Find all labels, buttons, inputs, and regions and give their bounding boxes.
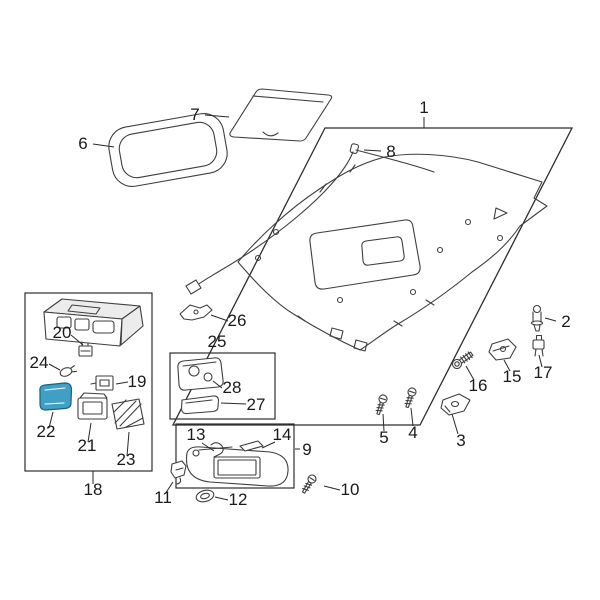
part-15-grab-handle-bracket[interactable] bbox=[488, 338, 517, 361]
part-19-switch[interactable] bbox=[90, 375, 114, 391]
part-label-1[interactable]: 1 bbox=[419, 98, 428, 117]
part-label-19[interactable]: 19 bbox=[128, 372, 147, 391]
part-labels: 1 2 3 4 5 6 7 8 9 10 11 12 13 14 15 16 1… bbox=[30, 98, 571, 509]
part-1-headliner-panel[interactable] bbox=[237, 153, 548, 352]
part-label-9[interactable]: 9 bbox=[302, 440, 311, 459]
part-12-grommet[interactable] bbox=[195, 488, 215, 503]
part-11-visor-mount[interactable] bbox=[170, 460, 187, 485]
part-6-sunroof-seal[interactable] bbox=[106, 110, 231, 189]
part-label-25[interactable]: 25 bbox=[208, 332, 227, 351]
part-label-16[interactable]: 16 bbox=[469, 376, 488, 395]
part-label-5[interactable]: 5 bbox=[379, 428, 388, 447]
clip-hole bbox=[409, 288, 417, 296]
part-label-4[interactable]: 4 bbox=[408, 423, 417, 442]
part-13-visor-clip[interactable] bbox=[210, 442, 224, 458]
part-label-18[interactable]: 18 bbox=[84, 480, 103, 499]
clip-hole bbox=[254, 254, 262, 262]
part-label-14[interactable]: 14 bbox=[273, 425, 292, 444]
sunroof-opening bbox=[309, 219, 421, 290]
highlighted-part-shape[interactable] bbox=[39, 382, 73, 411]
clip-hole bbox=[464, 218, 472, 226]
leader-lines bbox=[48, 114, 557, 501]
clip-hole bbox=[496, 234, 504, 242]
part-label-26[interactable]: 26 bbox=[228, 311, 247, 330]
part-label-27[interactable]: 27 bbox=[247, 395, 266, 414]
part-8-antenna-wire[interactable] bbox=[185, 143, 435, 295]
part-17-retainer-clip[interactable] bbox=[532, 334, 545, 357]
part-21-lamp-housing[interactable] bbox=[77, 392, 108, 420]
part-23-lens[interactable] bbox=[111, 398, 145, 430]
clip-hole bbox=[336, 296, 344, 304]
wire-clip bbox=[349, 143, 359, 154]
part-label-17[interactable]: 17 bbox=[534, 363, 553, 382]
highlight-detail bbox=[44, 387, 66, 405]
part-label-21[interactable]: 21 bbox=[78, 436, 97, 455]
part-2-clip[interactable] bbox=[530, 304, 544, 332]
part-label-10[interactable]: 10 bbox=[341, 480, 360, 499]
part-10-screw[interactable] bbox=[300, 473, 317, 494]
rear-notch bbox=[493, 207, 508, 220]
part-label-3[interactable]: 3 bbox=[456, 431, 465, 450]
part-20-connector[interactable] bbox=[78, 341, 93, 357]
part-label-2[interactable]: 2 bbox=[561, 312, 570, 331]
part-label-28[interactable]: 28 bbox=[223, 378, 242, 397]
part-console-unit[interactable] bbox=[43, 298, 144, 347]
part-label-15[interactable]: 15 bbox=[503, 367, 522, 386]
part-3-bracket[interactable] bbox=[440, 393, 471, 416]
part-label-20[interactable]: 20 bbox=[53, 323, 72, 342]
part-label-23[interactable]: 23 bbox=[117, 450, 136, 469]
part-label-24[interactable]: 24 bbox=[30, 353, 49, 372]
part-24-bulb[interactable] bbox=[59, 365, 77, 378]
group-box-25 bbox=[169, 352, 276, 420]
mount-brackets bbox=[329, 327, 368, 352]
wire-connector bbox=[185, 279, 202, 295]
part-label-11[interactable]: 11 bbox=[154, 488, 172, 507]
assembly-frame-outline bbox=[171, 127, 574, 426]
edge-tabs bbox=[297, 164, 435, 327]
sunshade-handle-notch bbox=[262, 131, 279, 137]
part-22-lens-highlighted[interactable] bbox=[39, 382, 73, 411]
part-7-sunshade[interactable] bbox=[229, 88, 333, 142]
part-14-visor-rod[interactable] bbox=[239, 440, 264, 452]
part-label-12[interactable]: 12 bbox=[229, 490, 248, 509]
part-5-screw[interactable] bbox=[374, 394, 388, 416]
console-opening bbox=[361, 236, 405, 266]
part-label-6[interactable]: 6 bbox=[78, 134, 87, 153]
part-27-lamp-lens[interactable] bbox=[180, 395, 220, 415]
part-label-13[interactable]: 13 bbox=[187, 425, 206, 444]
part-28-lamp-assembly[interactable] bbox=[177, 357, 224, 391]
group-box-18 bbox=[24, 292, 153, 472]
part-label-8[interactable]: 8 bbox=[386, 142, 395, 161]
part-26-bracket[interactable] bbox=[179, 304, 213, 321]
part-4-screw[interactable] bbox=[403, 387, 417, 409]
part-16-bolt[interactable] bbox=[451, 350, 475, 370]
part-label-7[interactable]: 7 bbox=[190, 105, 199, 124]
part-label-22[interactable]: 22 bbox=[37, 422, 56, 441]
part-sun-visor[interactable] bbox=[185, 446, 289, 487]
clip-hole bbox=[436, 246, 444, 254]
group-box-9 bbox=[175, 423, 295, 489]
